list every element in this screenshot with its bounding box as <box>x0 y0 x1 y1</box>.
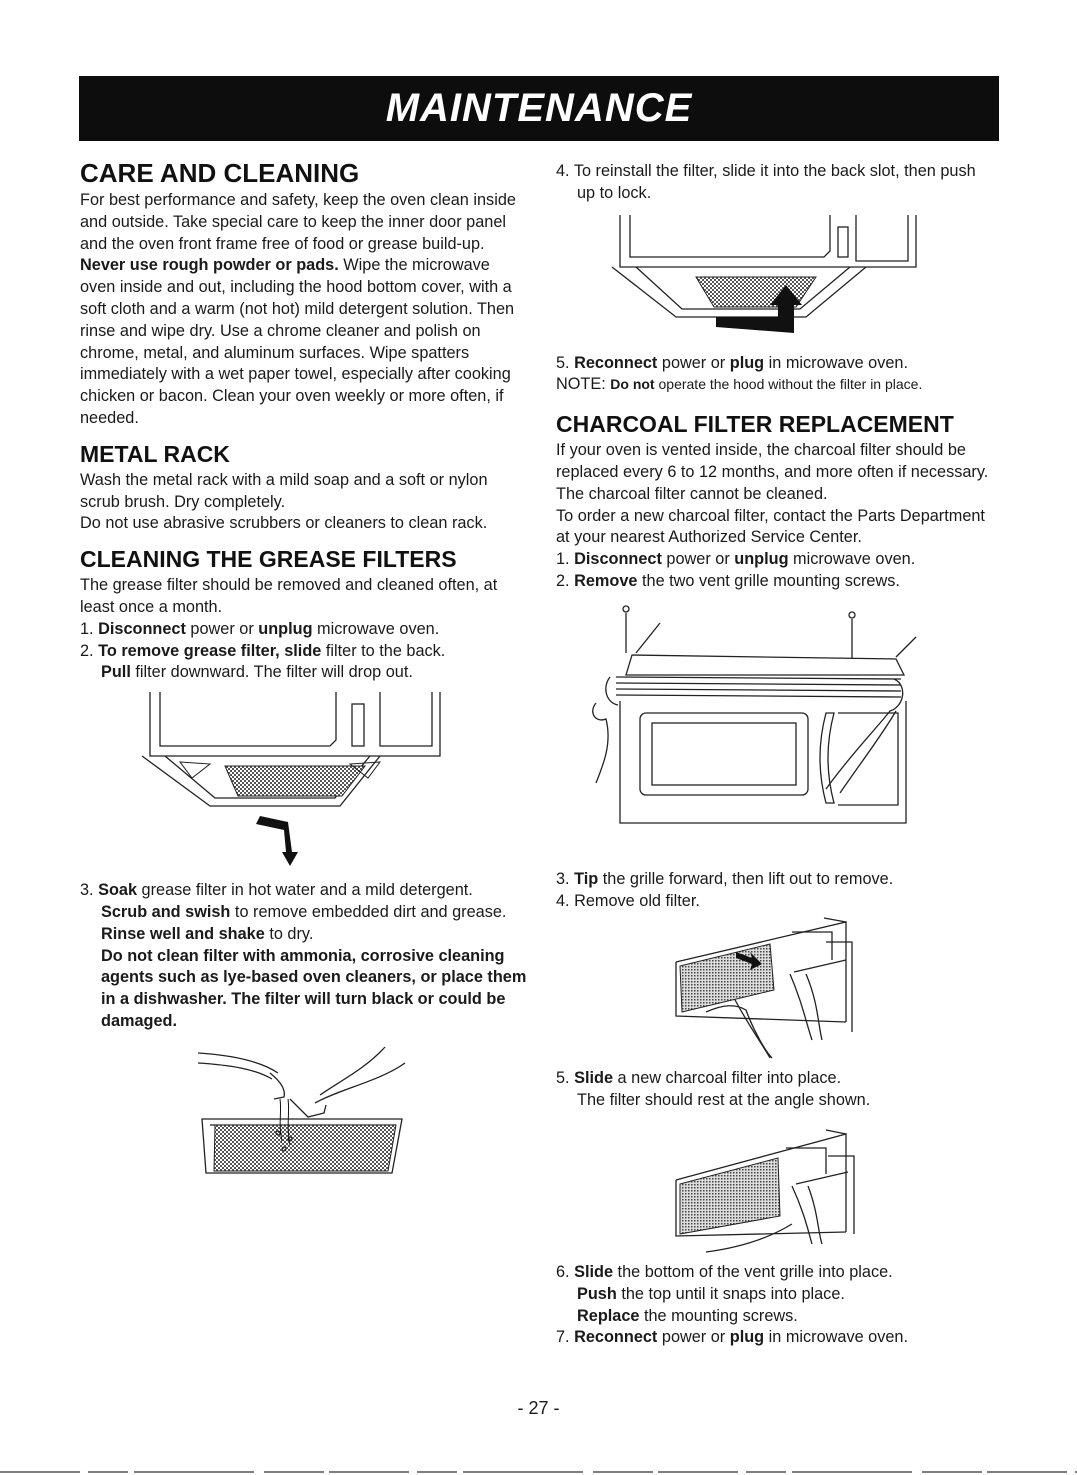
grease-filters-heading: CLEANING THE GREASE FILTERS <box>80 546 457 573</box>
care-cleaning-heading: CARE AND CLEANING <box>80 158 360 188</box>
charcoal-step-2: 2. Remove the two vent grille mounting s… <box>556 571 900 590</box>
filter-soaking-illustration <box>197 1046 406 1174</box>
charcoal-step-5: 5. Slide a new charcoal filter into plac… <box>556 1069 871 1110</box>
filter-note: NOTE: Do not operate the hood without th… <box>556 375 923 394</box>
grease-intro: The grease filter should be removed and … <box>80 576 498 616</box>
banner-title: MAINTENANCE <box>385 86 693 130</box>
grease-step-3: 3. Soak grease filter in hot water and a… <box>80 881 527 1030</box>
right-column: 4. To reinstall the filter, slide it int… <box>556 161 996 1349</box>
grease-step-1: 1. Disconnect power or unplug microwave … <box>80 619 440 638</box>
grease-step-5: 5. Reconnect power or plug in microwave … <box>556 353 909 372</box>
charcoal-step-4: 4. Remove old filter. <box>556 891 700 910</box>
bottom-scan-rule <box>0 1471 1077 1473</box>
charcoal-step-6: 6. Slide the bottom of the vent grille i… <box>556 1262 893 1325</box>
rack-paragraph-2: Do not use abrasive scrubbers or cleaner… <box>80 514 488 533</box>
remove-old-filter-illustration <box>675 917 853 1059</box>
care-paragraph-1: For best performance and safety, keep th… <box>80 191 516 253</box>
left-column: CARE AND CLEANING For best performance a… <box>80 156 528 1178</box>
page-banner: MAINTENANCE <box>79 76 999 141</box>
grease-filter-removal-illustration <box>141 692 441 867</box>
charcoal-step-3: 3. Tip the grille forward, then lift out… <box>556 869 894 888</box>
care-paragraph-2: Never use rough powder or pads. Wipe the… <box>80 256 515 427</box>
charcoal-step-7: 7. Reconnect power or plug in microwave … <box>556 1328 909 1347</box>
rack-paragraph-1: Wash the metal rack with a mild soap and… <box>80 470 488 511</box>
charcoal-step-1: 1. Disconnect power or unplug microwave … <box>556 550 916 569</box>
charcoal-filter-heading: CHARCOAL FILTER REPLACEMENT <box>556 411 954 438</box>
grease-step-4: 4. To reinstall the filter, slide it int… <box>556 162 976 202</box>
grease-filter-reinstall-illustration <box>611 214 917 333</box>
charcoal-paragraph-2: To order a new charcoal filter, contact … <box>556 506 985 547</box>
metal-rack-heading: METAL RACK <box>80 440 230 467</box>
new-filter-angle-illustration <box>675 1129 855 1253</box>
vent-grille-removal-illustration <box>592 605 917 824</box>
grease-step-2: 2. To remove grease filter, slide filter… <box>80 641 446 682</box>
charcoal-paragraph-1: If your oven is vented inside, the charc… <box>556 441 989 503</box>
page-number: - 27 - <box>517 1398 560 1418</box>
